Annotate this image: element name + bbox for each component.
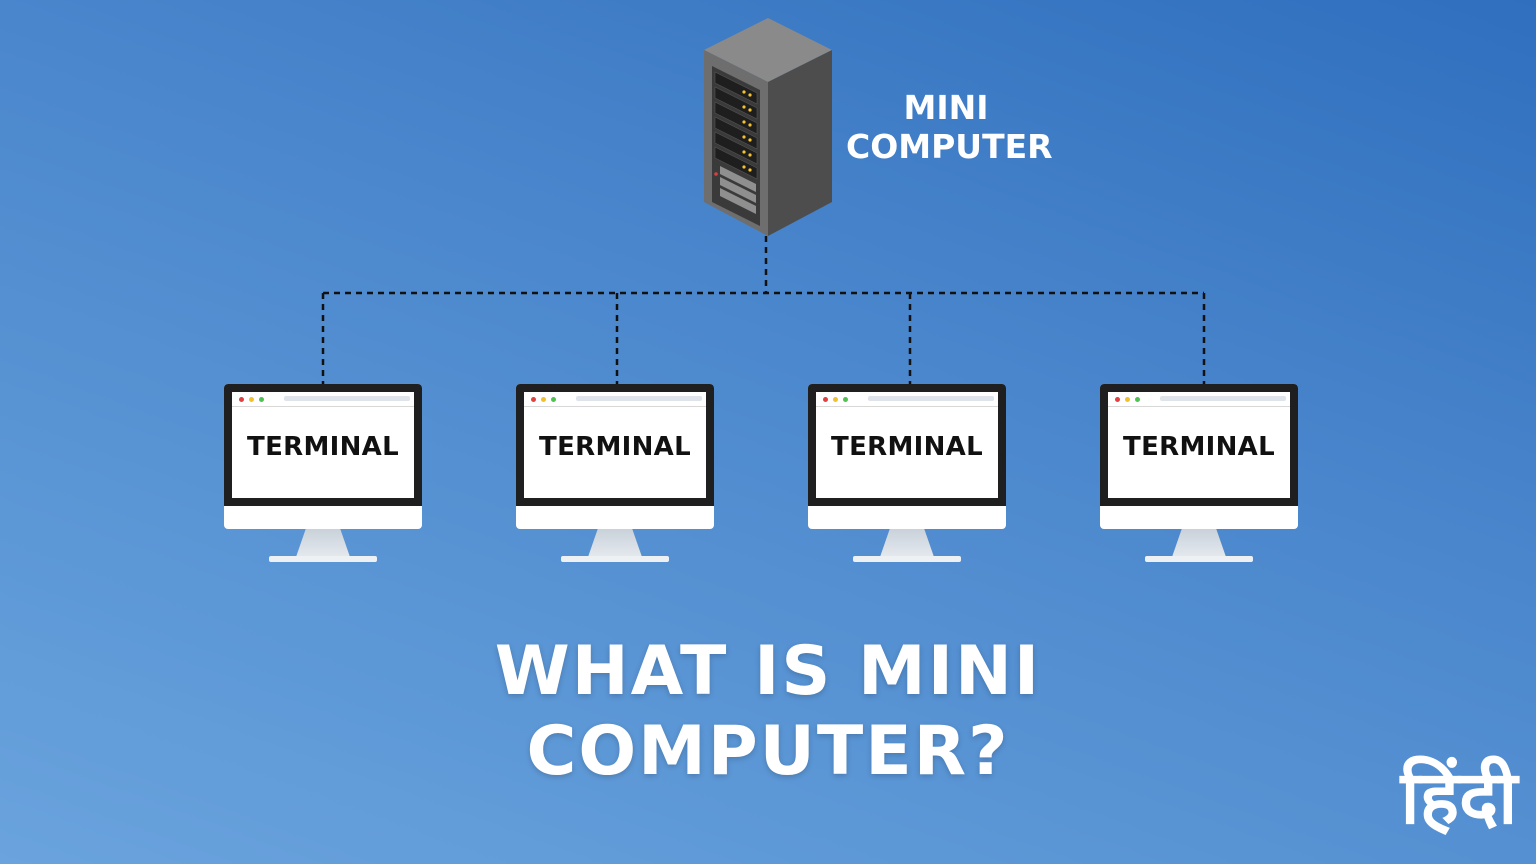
- terminal-label: TERMINAL: [1123, 432, 1275, 462]
- server-rack-icon: [700, 14, 836, 238]
- page-title: WHAT IS MINI COMPUTER?: [368, 632, 1168, 792]
- monitor-icon: TERMINAL: [224, 384, 422, 529]
- title-line2: COMPUTER?: [526, 712, 1010, 791]
- monitor-icon: TERMINAL: [808, 384, 1006, 529]
- monitor-stand: [1172, 529, 1226, 557]
- monitor-foot: [561, 556, 669, 562]
- server-label-line2: COMPUTER: [846, 127, 1053, 166]
- monitor-icon: TERMINAL: [1100, 384, 1298, 529]
- title-line1: WHAT IS MINI: [494, 632, 1042, 711]
- terminal-label: TERMINAL: [539, 432, 691, 462]
- monitor-stand: [296, 529, 350, 557]
- monitor-icon: TERMINAL: [516, 384, 714, 529]
- monitor-stand: [588, 529, 642, 557]
- server-label-line1: MINI: [903, 88, 989, 127]
- terminal-2: TERMINAL: [516, 384, 714, 564]
- language-tag: हिंदी: [1400, 755, 1518, 841]
- terminal-label: TERMINAL: [247, 432, 399, 462]
- monitor-foot: [853, 556, 961, 562]
- server-label: MINI COMPUTER: [846, 88, 1053, 166]
- terminal-label: TERMINAL: [831, 432, 983, 462]
- terminal-4: TERMINAL: [1100, 384, 1298, 564]
- monitor-foot: [1145, 556, 1253, 562]
- terminal-1: TERMINAL: [224, 384, 422, 564]
- monitor-stand: [880, 529, 934, 557]
- terminal-3: TERMINAL: [808, 384, 1006, 564]
- monitor-foot: [269, 556, 377, 562]
